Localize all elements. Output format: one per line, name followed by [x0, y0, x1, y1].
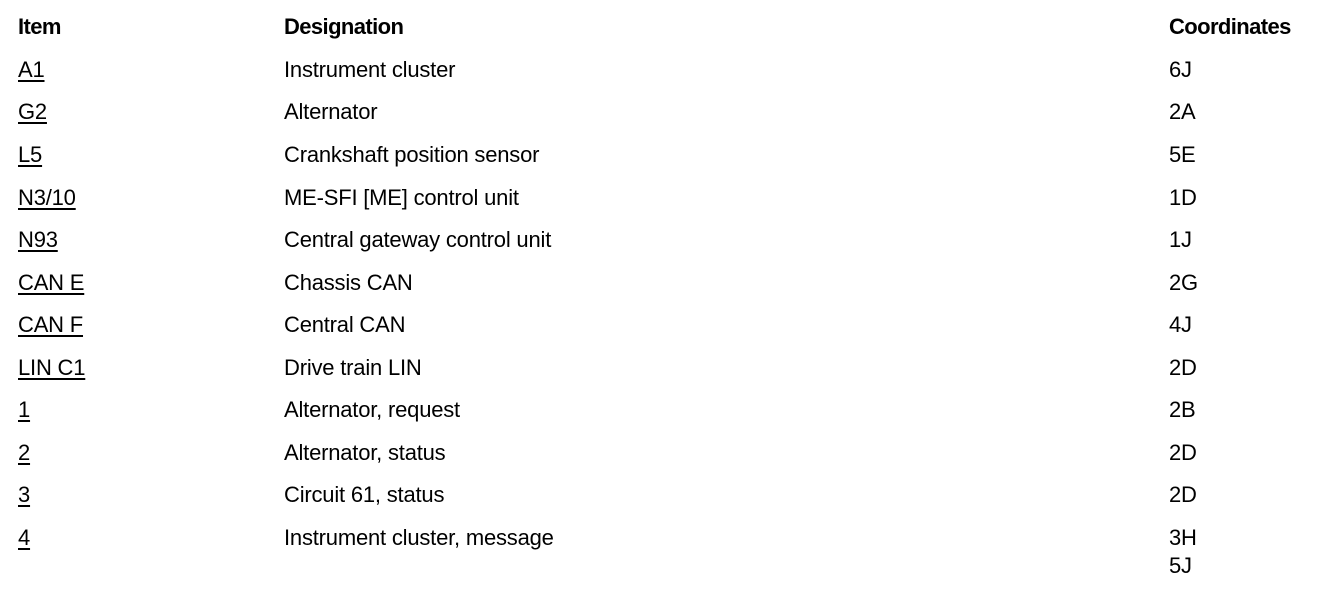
- coordinate-value: 2D: [1169, 355, 1197, 380]
- item-link[interactable]: CAN E: [18, 270, 85, 295]
- designation-cell: Alternator, request: [284, 397, 460, 422]
- designation-cell: Central CAN: [284, 312, 406, 337]
- coordinates-cell: 2G: [1169, 269, 1198, 297]
- item-link[interactable]: 2: [18, 440, 31, 465]
- item-link[interactable]: A1: [18, 57, 45, 82]
- table-row: L5 Crankshaft position sensor 5E: [0, 141, 1344, 183]
- item-link[interactable]: L5: [18, 142, 43, 167]
- table-header: Item Designation Coordinates: [0, 13, 1344, 55]
- coordinates-cell: 2D: [1169, 354, 1197, 382]
- coordinate-value: 2D: [1169, 440, 1197, 465]
- coordinates-cell: 6J: [1169, 56, 1192, 84]
- designation-cell: ME-SFI [ME] control unit: [284, 185, 519, 210]
- coordinate-value: 2D: [1169, 482, 1197, 507]
- coordinate-value: 3H: [1169, 525, 1197, 550]
- coordinate-value: 5E: [1169, 142, 1196, 167]
- table-row: CAN E Chassis CAN 2G: [0, 269, 1344, 311]
- coordinates-cell: 2A: [1169, 98, 1196, 126]
- item-link[interactable]: N3/10: [18, 185, 76, 210]
- table-row: 4 Instrument cluster, message 3H 5J: [0, 524, 1344, 588]
- item-link[interactable]: LIN C1: [18, 355, 86, 380]
- table-row: LIN C1 Drive train LIN 2D: [0, 354, 1344, 396]
- designation-cell: Drive train LIN: [284, 355, 422, 380]
- designation-cell: Instrument cluster: [284, 57, 456, 82]
- designation-cell: Crankshaft position sensor: [284, 142, 540, 167]
- designation-cell: Circuit 61, status: [284, 482, 445, 507]
- designation-cell: Alternator: [284, 99, 378, 124]
- header-item: Item: [18, 14, 61, 39]
- table-row: 2 Alternator, status 2D: [0, 439, 1344, 481]
- designation-cell: Chassis CAN: [284, 270, 413, 295]
- coordinate-value: 2G: [1169, 270, 1198, 295]
- item-link[interactable]: 4: [18, 525, 31, 550]
- coordinates-cell: 1D: [1169, 184, 1197, 212]
- item-link[interactable]: G2: [18, 99, 47, 124]
- item-link[interactable]: CAN F: [18, 312, 84, 337]
- table-row: 1 Alternator, request 2B: [0, 396, 1344, 438]
- item-link[interactable]: 1: [18, 397, 31, 422]
- table-row: N3/10 ME-SFI [ME] control unit 1D: [0, 184, 1344, 226]
- table-row: CAN F Central CAN 4J: [0, 311, 1344, 353]
- designation-cell: Instrument cluster, message: [284, 525, 554, 550]
- designation-cell: Alternator, status: [284, 440, 446, 465]
- coordinate-value: 2A: [1169, 99, 1196, 124]
- coordinates-cell: 2D: [1169, 439, 1197, 467]
- designation-cell: Central gateway control unit: [284, 227, 552, 252]
- item-link[interactable]: 3: [18, 482, 31, 507]
- coordinate-value: 1D: [1169, 185, 1197, 210]
- coordinate-value: 5J: [1169, 553, 1192, 578]
- table-row: A1 Instrument cluster 6J: [0, 56, 1344, 98]
- coordinates-cell: 1J: [1169, 226, 1192, 254]
- coordinate-value: 6J: [1169, 57, 1192, 82]
- coordinate-value: 2B: [1169, 397, 1196, 422]
- coordinate-value: 1J: [1169, 227, 1192, 252]
- table-row: N93 Central gateway control unit 1J: [0, 226, 1344, 268]
- coordinates-cell: 2D: [1169, 481, 1197, 509]
- header-designation: Designation: [284, 14, 404, 39]
- header-coordinates: Coordinates: [1169, 14, 1291, 39]
- coordinates-cell: 3H 5J: [1169, 524, 1197, 580]
- coordinates-cell: 5E: [1169, 141, 1196, 169]
- table-row: 3 Circuit 61, status 2D: [0, 481, 1344, 523]
- coordinates-cell: 4J: [1169, 311, 1192, 339]
- table-row: G2 Alternator 2A: [0, 98, 1344, 140]
- coordinates-cell: 2B: [1169, 396, 1196, 424]
- coordinate-value: 4J: [1169, 312, 1192, 337]
- item-link[interactable]: N93: [18, 227, 58, 252]
